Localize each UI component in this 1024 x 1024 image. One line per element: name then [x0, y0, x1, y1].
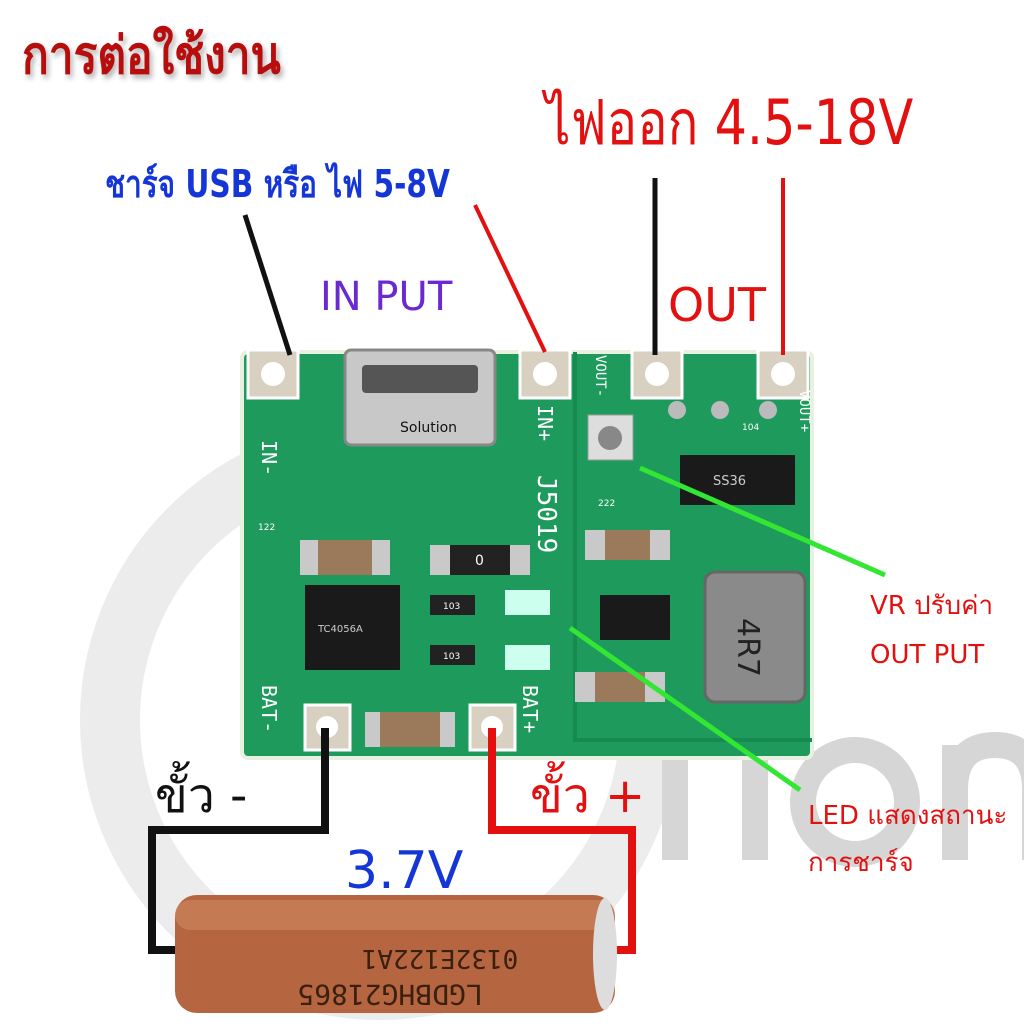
vr-pointer	[638, 465, 887, 578]
resistor-label: 0	[475, 553, 484, 569]
inductor	[703, 570, 807, 704]
battery-model: LGDBHG21865	[297, 978, 482, 1011]
negative-terminal-label: ขั้ว -	[155, 768, 248, 824]
ic-label: TC4056A	[317, 624, 363, 635]
diode-label: SS36	[713, 474, 746, 489]
pcb-bat-plus: BAT+	[518, 685, 542, 733]
logo-text: Solution	[400, 420, 457, 436]
input-label: IN PUT	[320, 274, 453, 320]
pcb-board: IN- IN+ J5019 VOUT- VOUT+ BAT- BAT+ 4R7 …	[240, 348, 814, 760]
battery: 0132E122A1 LGDBHG21865	[175, 895, 617, 1013]
pcb-in-plus: IN+	[533, 405, 557, 441]
resistor-label: 103	[443, 602, 460, 612]
resistor-label: 122	[258, 523, 275, 533]
output-label: OUT	[668, 278, 766, 332]
battery-code: 0132E122A1	[362, 943, 519, 973]
output-voltage-label: ไฟออก 4.5-18V	[545, 86, 914, 159]
led	[505, 645, 550, 670]
led-pointer	[568, 625, 802, 793]
pcb-vout-plus: VOUT+	[796, 390, 812, 432]
in-minus-line	[242, 214, 293, 356]
negative-wire	[148, 728, 329, 954]
charge-input-label: ชาร์จ USB หรือ ไฟ 5-8V	[105, 162, 450, 206]
pcb-in-minus: IN-	[257, 440, 281, 476]
led	[505, 590, 550, 615]
charger-ic	[305, 585, 400, 670]
in-plus-line	[473, 204, 547, 353]
positive-wire	[488, 728, 636, 954]
led-label-charging: การชาร์จ	[808, 848, 914, 878]
pcb-bat-minus: BAT-	[257, 685, 281, 733]
pcb-model: J5019	[531, 475, 561, 553]
resistor-label: 103	[443, 652, 460, 662]
battery-voltage-label: 3.7V	[345, 841, 464, 901]
positive-terminal-label: ขั้ว +	[530, 768, 646, 824]
vr-label: VR ปรับค่า	[870, 591, 994, 621]
inductor-label: 4R7	[730, 618, 765, 677]
led-label: LED แสดงสถานะ	[808, 801, 1008, 831]
diode	[680, 455, 795, 505]
vr-label-output: OUT PUT	[870, 640, 985, 670]
resistor-label: 222	[598, 499, 615, 509]
resistor-label: 104	[742, 423, 759, 433]
pcb-vout-minus: VOUT-	[592, 355, 608, 397]
page-title: การต่อใช้งาน	[22, 26, 281, 86]
